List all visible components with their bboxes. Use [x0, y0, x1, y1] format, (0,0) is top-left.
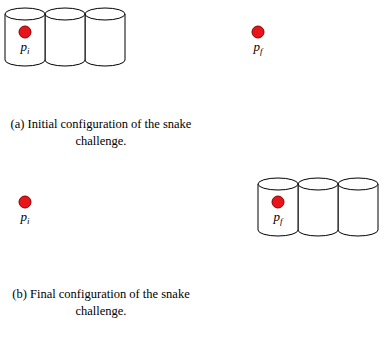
- snake-segment-top: [85, 8, 125, 20]
- caption: (a) Initial configuration of the snake c…: [3, 116, 199, 150]
- point-label: pi: [20, 40, 29, 53]
- snake-segment: [85, 14, 125, 66]
- point-label: pf: [253, 40, 262, 53]
- snake-segment-top: [45, 8, 85, 20]
- point-marker: [272, 196, 284, 208]
- snake-segment-top: [258, 178, 298, 190]
- snake-final: [258, 178, 378, 236]
- snake-segment: [298, 184, 338, 236]
- snake-segment-top: [338, 178, 378, 190]
- snake-segment: [338, 184, 378, 236]
- snake-segment: [258, 184, 298, 236]
- caption: (b) Final configuration of the snake cha…: [3, 286, 199, 320]
- point-label: pi: [20, 210, 29, 223]
- point-marker: [19, 26, 31, 38]
- snake-segment-top: [5, 8, 45, 20]
- snake-segment: [45, 14, 85, 66]
- point-marker: [19, 196, 31, 208]
- snake-segment: [5, 14, 45, 66]
- snake-segment-top: [298, 178, 338, 190]
- point-label: pf: [273, 210, 282, 223]
- point-marker: [252, 26, 264, 38]
- snake-initial: [5, 8, 125, 66]
